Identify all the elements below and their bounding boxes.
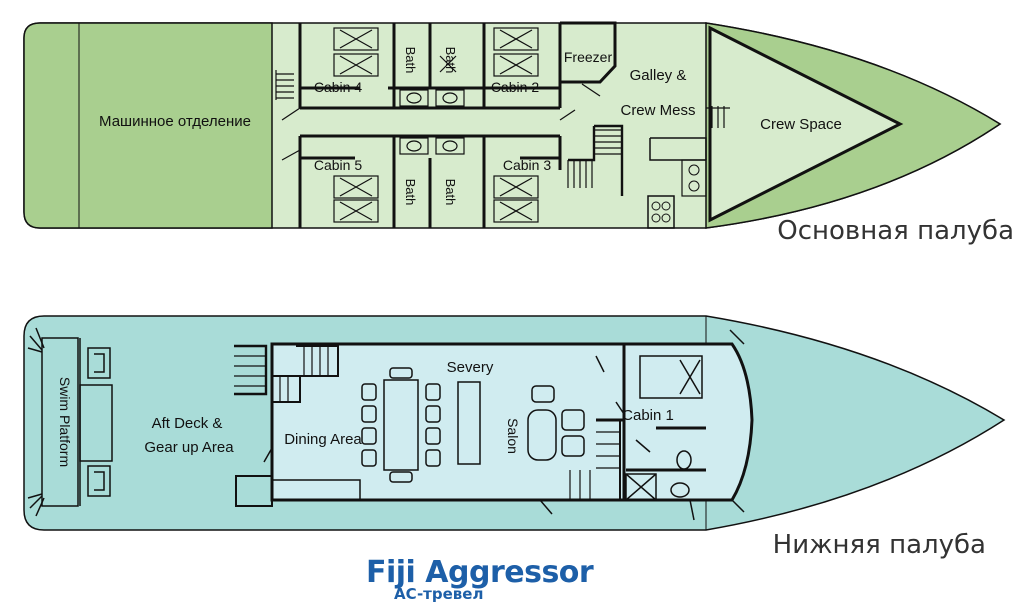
bath-label-2: Bath: [443, 47, 458, 74]
bath-label-3: Bath: [403, 179, 418, 206]
cabin-3-label: Cabin 3: [503, 157, 551, 173]
crew-space-label: Crew Space: [760, 116, 842, 133]
severy-label: Severy: [447, 359, 494, 376]
lower-deck: Swim Platform Aft Deck & Gear up Area Di…: [23, 315, 1006, 531]
bath-label-4: Bath: [443, 179, 458, 206]
salon-label: Salon: [505, 418, 521, 454]
freezer: [560, 21, 617, 84]
cabin-2-label: Cabin 2: [491, 79, 539, 95]
brand-logo: Fiji Aggressor AC-тревел: [366, 555, 594, 603]
aft-deck-label-line1: Aft Deck &: [152, 415, 223, 432]
upper-deck-title: Основная палуба: [777, 216, 1014, 246]
cabin-5-label: Cabin 5: [314, 157, 362, 173]
galley-label-line1: Galley &: [630, 67, 687, 84]
aft-deck-label-line2: Gear up Area: [144, 439, 234, 456]
brand-name: Fiji Aggressor: [366, 555, 594, 590]
swim-platform: [41, 337, 79, 507]
engine-room: [23, 22, 273, 229]
crew-space: [708, 25, 904, 223]
swim-platform-label: Swim Platform: [57, 377, 73, 467]
cabin-1-label: Cabin 1: [622, 407, 674, 424]
freezer-label: Freezer: [564, 49, 613, 65]
lower-deck-title: Нижняя палуба: [772, 530, 986, 560]
brand-subtitle: AC-тревел: [394, 585, 484, 603]
salon-interior: [270, 342, 754, 502]
dining-area-label: Dining Area: [284, 431, 362, 448]
engine-room-label: Машинное отделение: [99, 113, 251, 130]
cabin-4-label: Cabin 4: [314, 79, 362, 95]
galley-label-line2: Crew Mess: [620, 102, 695, 119]
upper-deck: Машинное отделение Cabin 4 Cabin 2 Cabin…: [23, 21, 1002, 229]
bath-label-1: Bath: [403, 47, 418, 74]
